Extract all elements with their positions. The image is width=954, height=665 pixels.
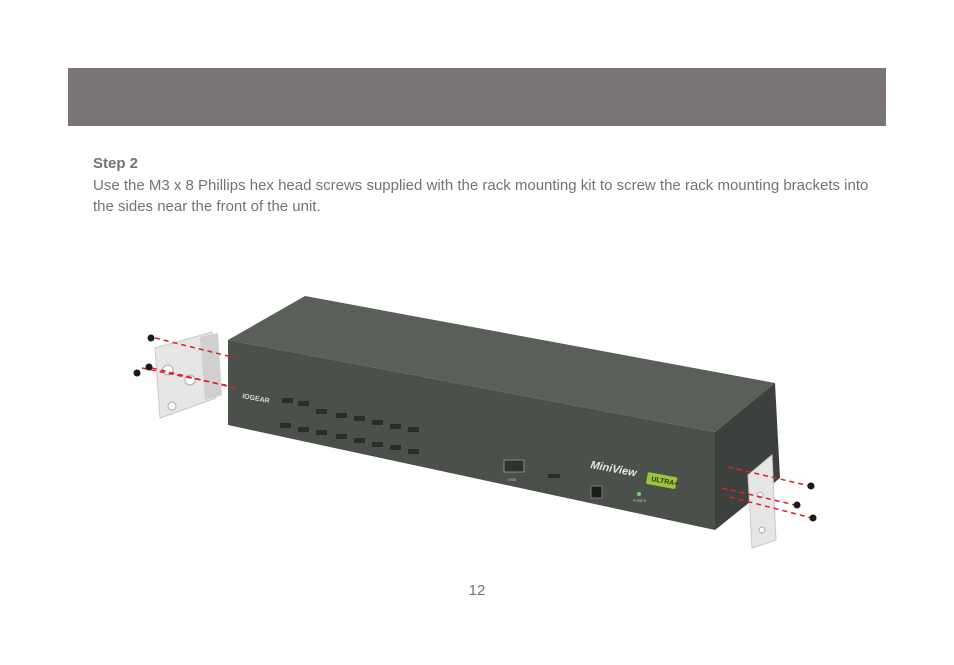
unit-side xyxy=(715,383,780,530)
brand-logo: IOGEAR xyxy=(242,393,270,405)
screw-icon xyxy=(793,501,801,509)
front-button xyxy=(590,485,603,499)
unit-front xyxy=(228,340,715,530)
power-led xyxy=(637,492,641,496)
svg-text:POWER: POWER xyxy=(633,499,647,503)
left-bracket xyxy=(154,331,217,419)
step-instructions: Use the M3 x 8 Phillips hex head screws … xyxy=(93,177,869,215)
step-title: Step 2 xyxy=(93,155,139,172)
kvm-rack-mount-illustration: IOGEAR USB MiniView ULTRA+ POWER xyxy=(133,296,817,549)
screw-icon xyxy=(809,514,817,522)
page-number: 12 xyxy=(468,582,486,599)
usb-port xyxy=(503,459,525,473)
header-bar xyxy=(68,68,886,126)
badge xyxy=(646,472,678,489)
screw-icon xyxy=(147,334,155,342)
screw-icon xyxy=(145,363,153,371)
svg-text:USB: USB xyxy=(508,477,517,482)
right-bracket xyxy=(747,453,777,549)
screw-icon xyxy=(133,369,141,377)
svg-text:ULTRA+: ULTRA+ xyxy=(651,476,679,488)
screw-icon xyxy=(807,482,815,490)
unit-top xyxy=(228,296,775,432)
